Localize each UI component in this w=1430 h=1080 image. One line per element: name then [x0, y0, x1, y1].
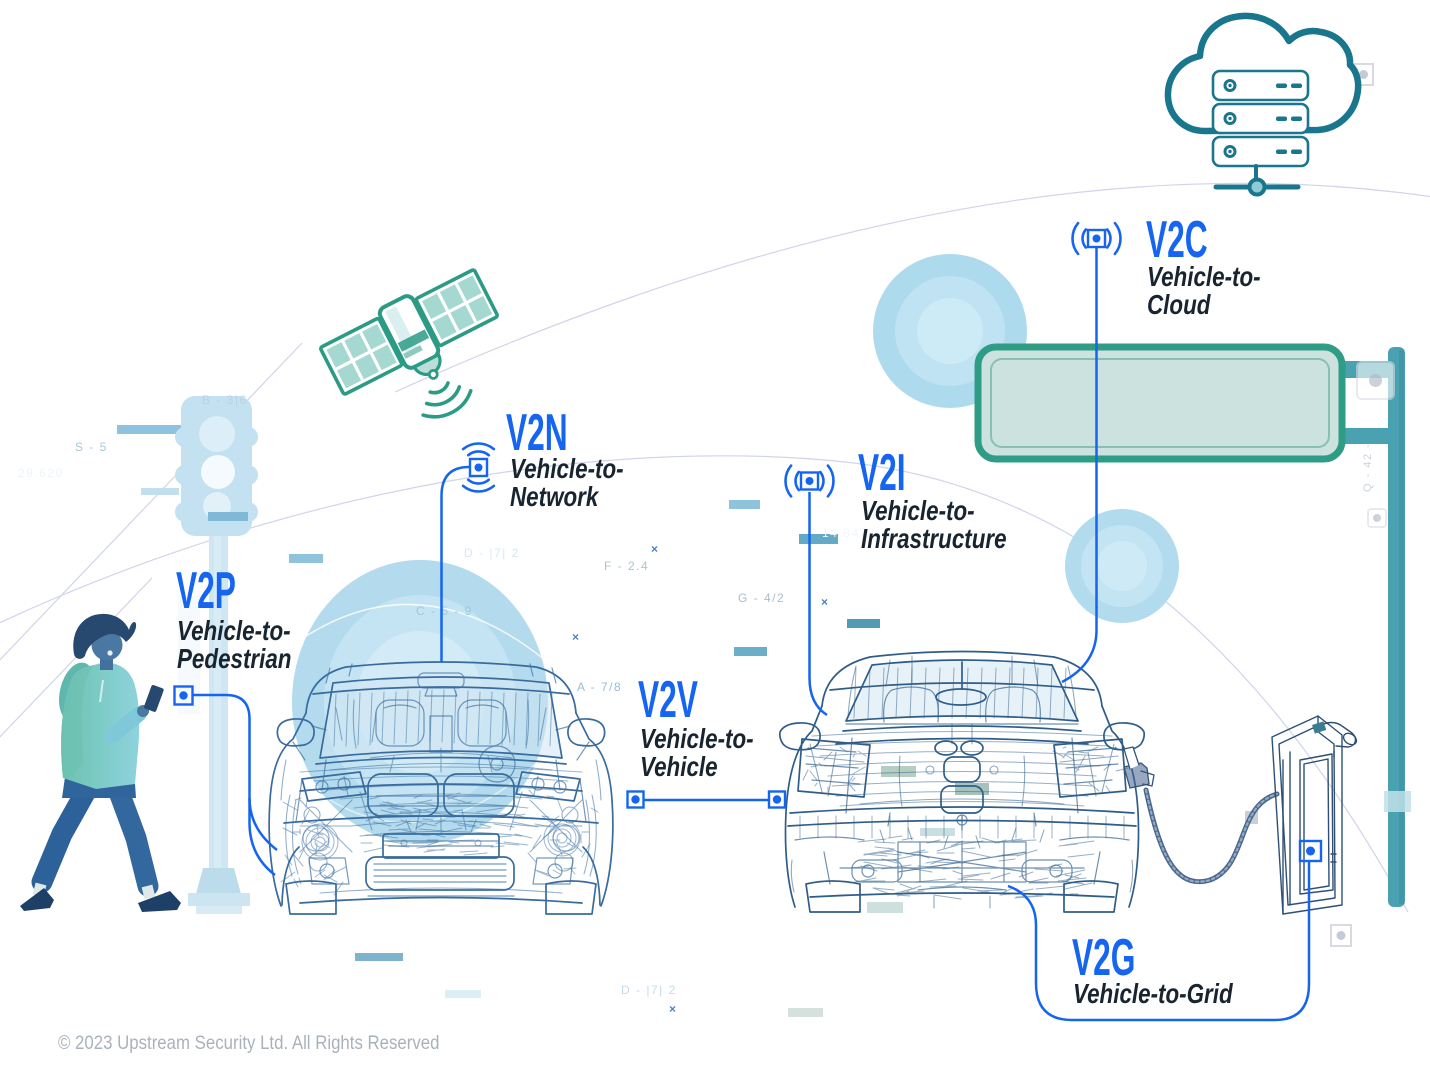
svg-text:Q - 42 -: Q - 42 - — [1362, 443, 1374, 492]
svg-text:Vehicle-to-: Vehicle-to- — [640, 724, 754, 755]
svg-text:Network: Network — [510, 482, 600, 513]
svg-text:C - 5 - 9: C - 5 - 9 — [416, 604, 473, 618]
svg-text:Vehicle-to-: Vehicle-to- — [1147, 262, 1261, 293]
svg-text:Infrastructure: Infrastructure — [861, 524, 1007, 555]
svg-text:B - 3|6: B - 3|6 — [202, 393, 248, 407]
svg-text:V2C: V2C — [1146, 211, 1208, 269]
svg-text:D - |7| 2: D - |7| 2 — [621, 983, 677, 997]
svg-text:G - 4/2: G - 4/2 — [738, 591, 785, 605]
svg-text:V2P: V2P — [176, 562, 236, 620]
svg-text:V2G: V2G — [1072, 929, 1135, 987]
svg-text:Vehicle-to-: Vehicle-to- — [861, 496, 975, 527]
svg-text:V2I: V2I — [858, 444, 906, 502]
svg-text:Vehicle-to-Grid: Vehicle-to-Grid — [1073, 979, 1233, 1010]
svg-text:V2N: V2N — [506, 404, 568, 462]
svg-text:Pedestrian: Pedestrian — [177, 644, 291, 675]
svg-text:Vehicle-to-: Vehicle-to- — [510, 454, 624, 485]
svg-text:×: × — [669, 1002, 676, 1016]
svg-text:© 2023 Upstream Security Ltd.: © 2023 Upstream Security Ltd. All Rights… — [58, 1032, 439, 1053]
svg-text:Vehicle-to-: Vehicle-to- — [177, 616, 291, 647]
svg-text:×: × — [821, 595, 828, 609]
svg-text:14.847: 14.847 — [822, 526, 868, 540]
svg-text:V2V: V2V — [638, 671, 698, 729]
svg-text:F - 2.4: F - 2.4 — [604, 559, 649, 573]
svg-text:A - 7/8: A - 7/8 — [577, 680, 622, 694]
svg-text:Cloud: Cloud — [1147, 290, 1211, 321]
svg-text:×: × — [572, 630, 579, 644]
svg-text:29.620: 29.620 — [18, 466, 64, 480]
svg-text:D - |7| 2: D - |7| 2 — [464, 546, 520, 560]
svg-text:Vehicle: Vehicle — [640, 752, 718, 783]
svg-text:×: × — [651, 542, 658, 556]
svg-text:S - 5: S - 5 — [75, 440, 108, 454]
